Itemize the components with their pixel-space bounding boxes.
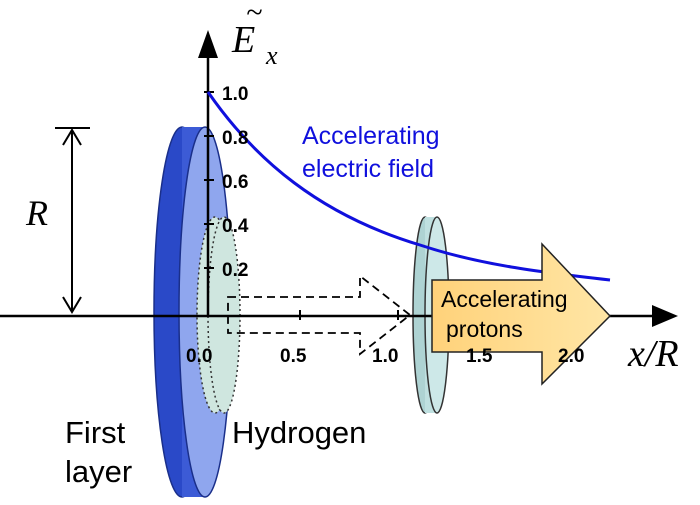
first-layer-label-line2: layer	[65, 454, 132, 489]
y-tick-label: 0.8	[222, 128, 248, 149]
dashed-arrow	[227, 274, 412, 356]
x-tick-label: 0.0	[186, 346, 212, 367]
x-axis-label: x/R	[627, 333, 679, 375]
y-axis-label-main: E	[231, 19, 255, 61]
x-tick-label: 1.0	[372, 346, 398, 367]
x-tick-label: 1.5	[466, 346, 493, 367]
y-tick-label: 0.6	[222, 172, 248, 193]
y-axis-label-subscript: x	[265, 41, 278, 70]
y-axis-label-accent: ~	[246, 0, 262, 29]
protons-label-line2: protons	[446, 316, 523, 342]
hydrogen-label: Hydrogen	[232, 415, 366, 450]
x-axis-arrowhead	[652, 305, 678, 327]
y-tick-label: 1.0	[222, 84, 248, 105]
y-tick-label: 0.4	[222, 216, 249, 237]
x-tick-label: 2.0	[558, 346, 584, 367]
x-tick-label: 0.5	[280, 346, 307, 367]
proton-arrow	[431, 242, 612, 386]
y-axis-label: ~ E x	[231, 0, 278, 70]
electric-field-curve	[206, 91, 611, 282]
y-tick-label: 0.2	[222, 260, 248, 281]
radius-dimension: R	[25, 127, 90, 314]
protons-label-line1: Accelerating	[441, 286, 568, 312]
first-layer-label-line1: First	[65, 415, 126, 450]
radius-label: R	[25, 193, 48, 233]
field-label-line1: Accelerating	[302, 122, 440, 150]
field-label-line2: electric field	[302, 155, 434, 183]
y-axis-arrowhead	[198, 30, 218, 58]
first-layer-disk	[153, 126, 232, 498]
